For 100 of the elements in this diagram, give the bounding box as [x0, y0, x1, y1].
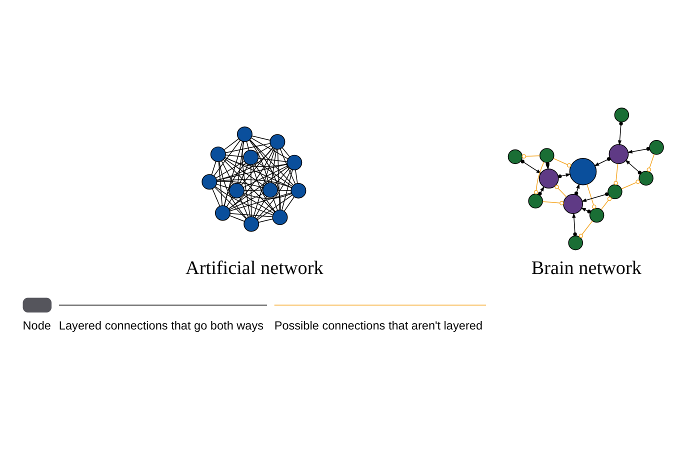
connector [216, 179, 292, 188]
legend-label: Node [22, 318, 51, 332]
arrow [618, 122, 623, 146]
connector [225, 154, 244, 158]
connector [228, 166, 289, 210]
connector [228, 148, 274, 209]
arrow [581, 192, 609, 202]
connector [250, 139, 294, 186]
connector [248, 140, 269, 183]
label: Artificial network [186, 258, 324, 280]
connector [254, 196, 267, 218]
connector [522, 154, 540, 158]
connector [578, 220, 593, 238]
connector [229, 192, 264, 210]
arrow [520, 160, 542, 174]
connector [218, 161, 223, 206]
connector [215, 186, 274, 216]
connector [614, 163, 618, 186]
node-circle [210, 146, 226, 162]
node-circle [236, 126, 252, 142]
node-circle [262, 182, 278, 198]
connector [295, 170, 298, 184]
node-circle [608, 144, 629, 164]
connector [224, 138, 240, 150]
connector [256, 161, 293, 187]
legend-label: Layered connections that go both ways [58, 318, 264, 332]
arrow [558, 173, 572, 178]
arrow [625, 160, 642, 174]
connector [221, 160, 234, 184]
node-circle [540, 148, 554, 163]
connector [256, 169, 292, 220]
connector [277, 190, 292, 191]
node-circle [528, 194, 543, 208]
connector [542, 200, 564, 206]
node-circle [508, 149, 523, 164]
connector [254, 164, 267, 184]
node-circle [649, 140, 664, 155]
node-circle [569, 158, 597, 186]
connector [224, 141, 243, 206]
node-circle [614, 108, 630, 122]
connector [216, 164, 288, 181]
connector [226, 196, 234, 208]
node-circle [229, 182, 244, 198]
connector [244, 190, 264, 191]
label: Brain network [531, 258, 642, 280]
connector [237, 141, 244, 184]
connector [224, 158, 264, 186]
connector [223, 159, 276, 212]
connector [284, 196, 295, 212]
connector [280, 148, 296, 184]
node-circle [608, 184, 622, 200]
connector [274, 168, 290, 185]
connector [256, 145, 272, 154]
connector [252, 164, 276, 212]
connector [218, 161, 247, 219]
connector [277, 149, 280, 210]
connector [230, 213, 273, 218]
connector [242, 194, 274, 214]
connector [272, 196, 278, 211]
connector [270, 148, 277, 184]
connector [258, 218, 274, 223]
node-circle [568, 235, 583, 250]
connector [239, 197, 249, 218]
connector [224, 162, 246, 206]
connector [251, 138, 288, 160]
connector [243, 193, 292, 199]
arrow [572, 212, 577, 236]
connector [241, 147, 273, 186]
node-circle [290, 182, 306, 198]
connector [586, 184, 596, 209]
connector [250, 164, 252, 217]
connector [216, 181, 264, 188]
connector [554, 184, 567, 198]
node-circle [202, 174, 218, 190]
connector [211, 161, 216, 175]
connector [553, 158, 572, 168]
connector [600, 196, 612, 210]
connector [224, 157, 288, 168]
connector [252, 136, 271, 141]
node-circle [589, 208, 604, 223]
connector [214, 140, 241, 176]
legend-label: Possible connections that aren't layered [274, 318, 483, 332]
node-circle [563, 194, 584, 214]
connector [253, 148, 276, 218]
node-circle [272, 210, 288, 226]
connector [646, 154, 655, 172]
connector [229, 215, 245, 222]
connector [243, 166, 288, 188]
node-circle [270, 134, 286, 150]
node-circle [215, 205, 230, 221]
connector [282, 169, 293, 210]
connector [282, 148, 290, 158]
connector [212, 188, 220, 206]
connector [258, 158, 288, 162]
connector [216, 184, 230, 189]
connector [224, 157, 292, 188]
connector [257, 194, 292, 220]
connector [239, 164, 248, 184]
arrow [574, 183, 580, 196]
arrow [594, 157, 611, 166]
